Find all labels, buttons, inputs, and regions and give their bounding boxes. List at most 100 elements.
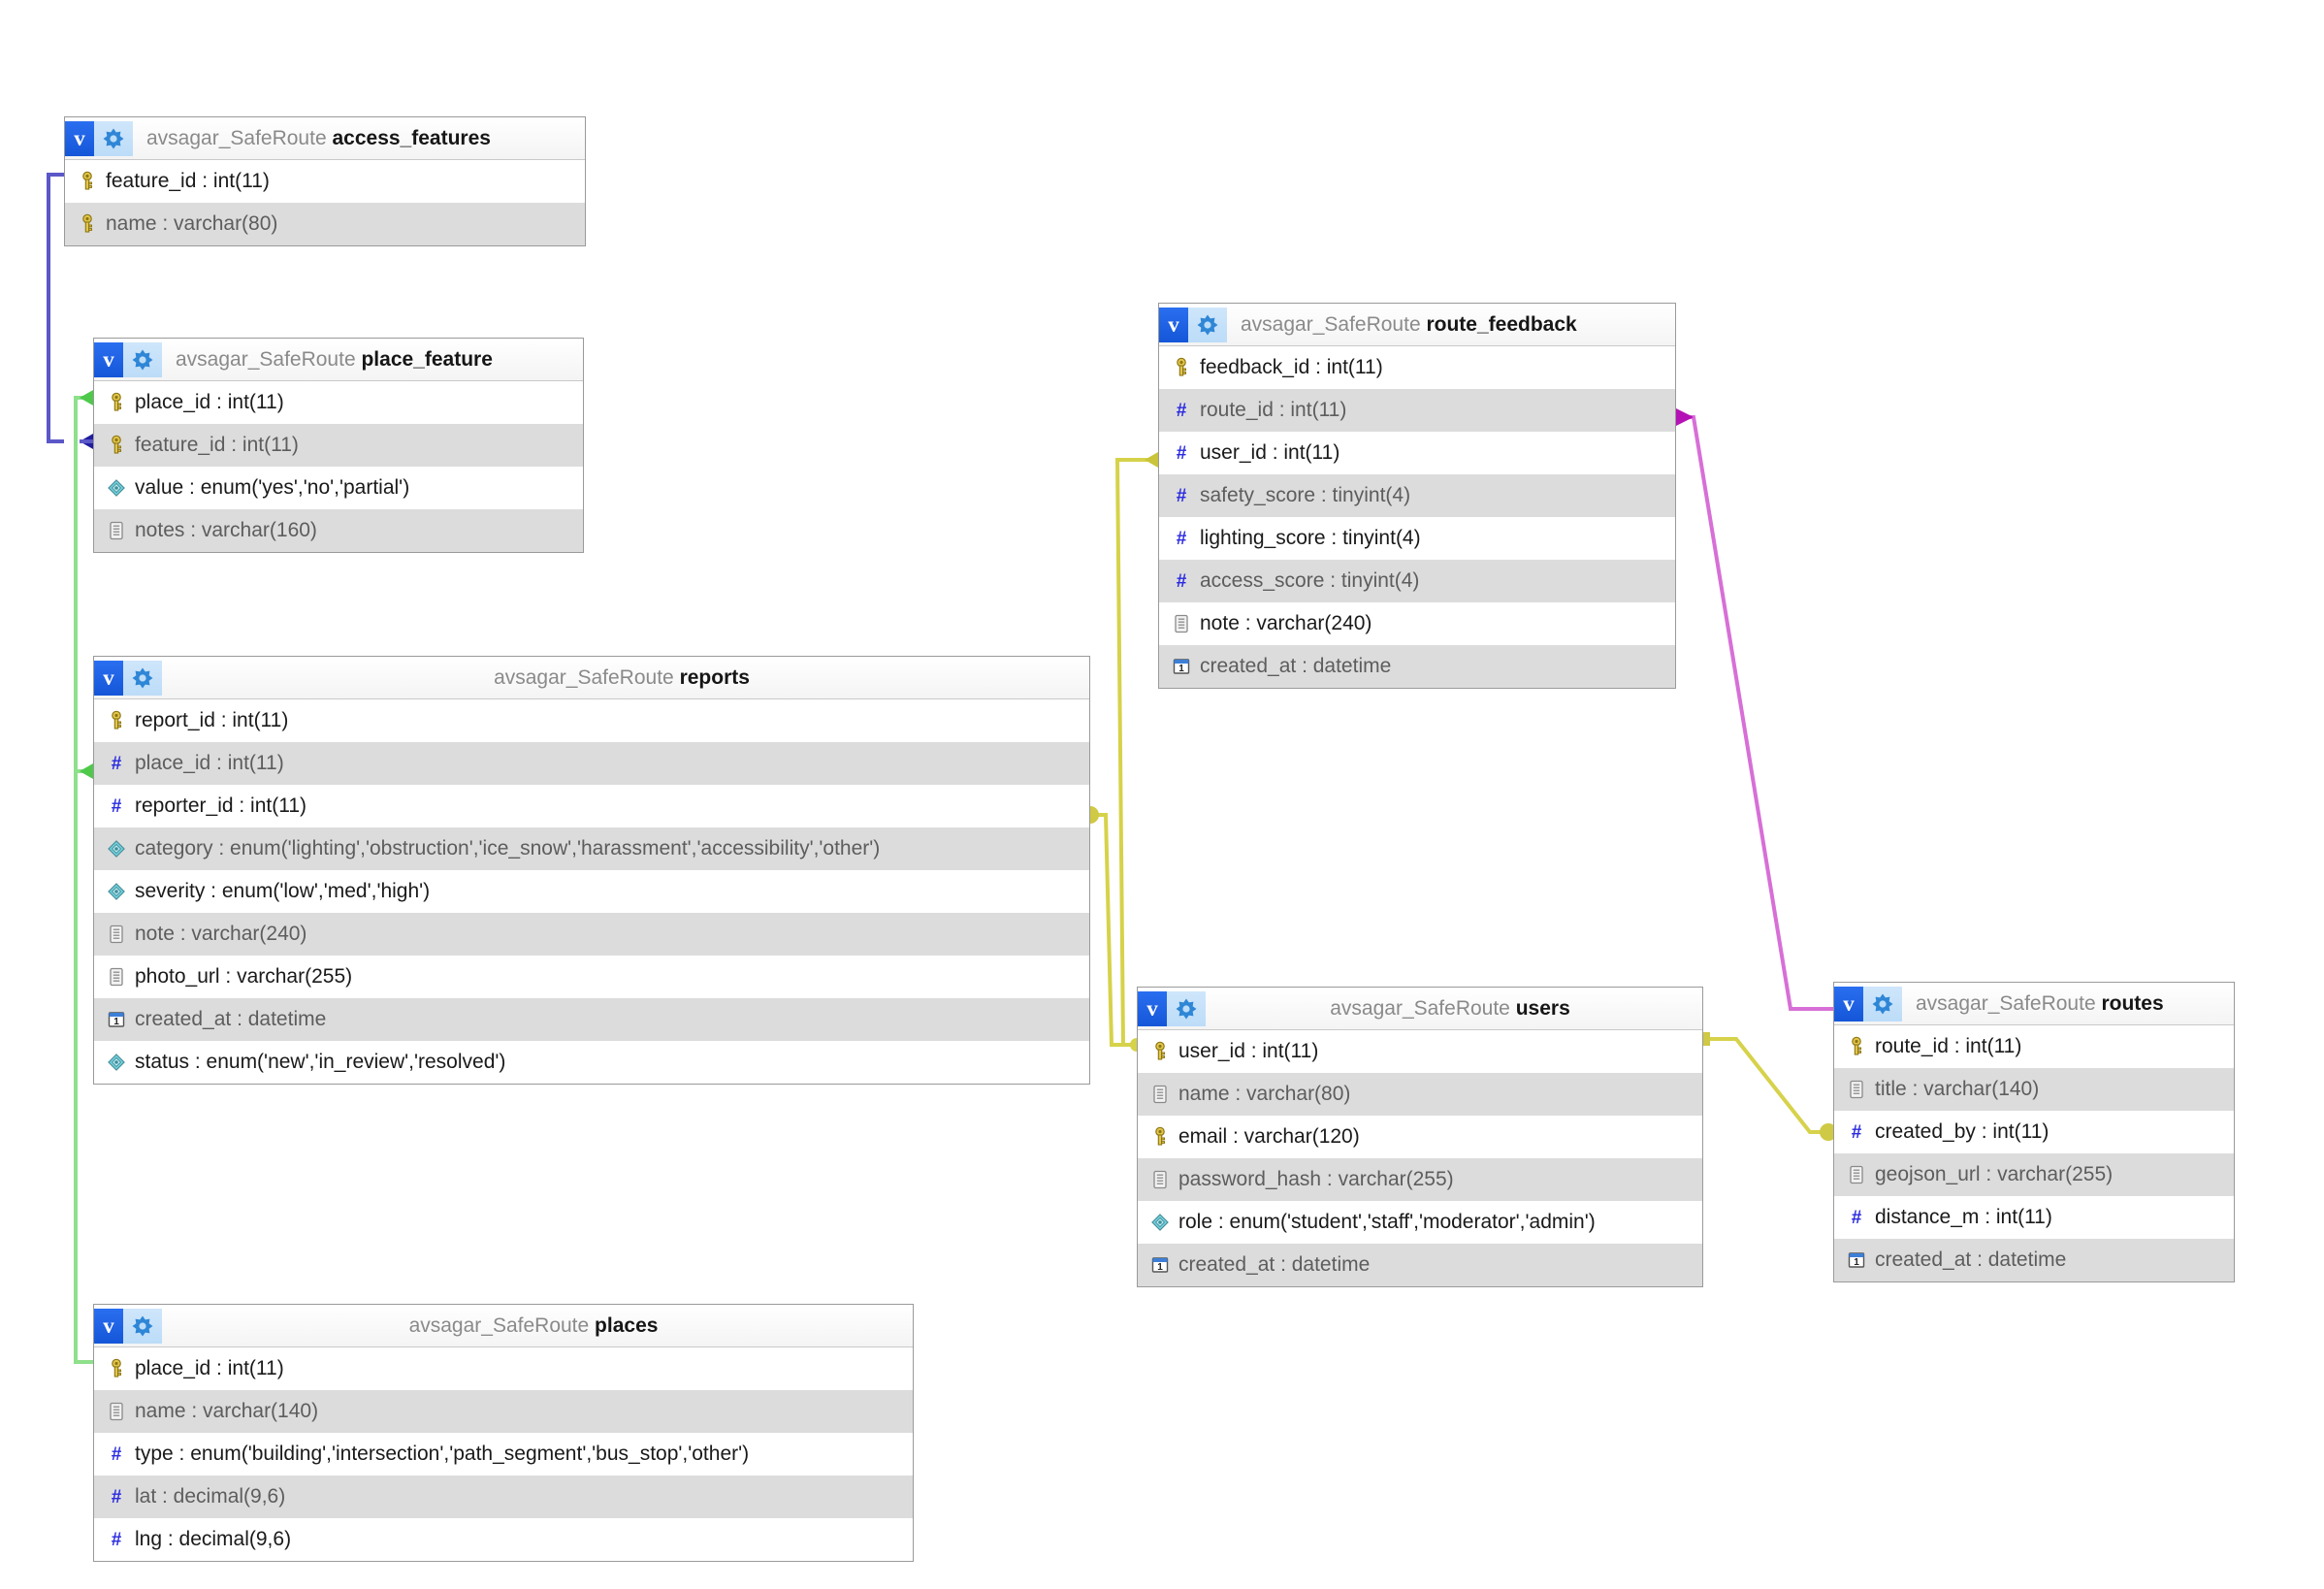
column-row[interactable]: #reporter_id : int(11) — [94, 785, 1089, 827]
table-name: route_feedback — [1426, 312, 1577, 336]
entity-users[interactable]: v avsagar_SafeRoute users user_id : int(11… — [1137, 987, 1703, 1287]
entity-header-reports[interactable]: v avsagar_SafeRoute reports — [94, 657, 1089, 699]
key-icon — [1147, 1124, 1173, 1150]
column-row[interactable]: place_id : int(11) — [94, 381, 583, 424]
column-row[interactable]: notes : varchar(160) — [94, 509, 583, 552]
schema-name: avsagar_SafeRoute — [1330, 996, 1510, 1020]
entity-reports[interactable]: v avsagar_SafeRoute reports report_id : in… — [93, 656, 1090, 1085]
entity-title-users: avsagar_SafeRoute users — [1206, 997, 1702, 1021]
column-label: photo_url : varchar(255) — [135, 965, 353, 988]
gear-icon[interactable] — [123, 660, 162, 696]
column-label: lat : decimal(9,6) — [135, 1485, 286, 1508]
entity-header-users[interactable]: v avsagar_SafeRoute users — [1138, 988, 1702, 1030]
column-row[interactable]: geojson_url : varchar(255) — [1834, 1153, 2234, 1196]
column-row[interactable]: place_id : int(11) — [94, 1347, 913, 1390]
column-row[interactable]: #lat : decimal(9,6) — [94, 1476, 913, 1518]
column-row[interactable]: status : enum('new','in_review','resolve… — [94, 1041, 1089, 1084]
column-row[interactable]: #access_score : tinyint(4) — [1159, 560, 1675, 602]
column-row[interactable]: feature_id : int(11) — [65, 160, 585, 203]
hash-icon: # — [104, 1442, 129, 1467]
column-row[interactable]: #lighting_score : tinyint(4) — [1159, 517, 1675, 560]
column-label: report_id : int(11) — [135, 709, 289, 731]
diamond-icon — [104, 1050, 129, 1075]
column-label: distance_m : int(11) — [1875, 1206, 2052, 1228]
diamond-icon — [104, 836, 129, 861]
column-row[interactable]: feature_id : int(11) — [94, 424, 583, 467]
text-icon — [1169, 611, 1194, 636]
column-row[interactable]: #distance_m : int(11) — [1834, 1196, 2234, 1239]
text-icon — [1844, 1162, 1869, 1187]
column-row[interactable]: #created_by : int(11) — [1834, 1111, 2234, 1153]
gear-icon[interactable] — [123, 1308, 162, 1344]
hash-icon: # — [1844, 1119, 1869, 1145]
key-icon — [104, 433, 129, 458]
view-badge-icon: v — [94, 660, 123, 696]
column-row[interactable]: #lng : decimal(9,6) — [94, 1518, 913, 1561]
column-row[interactable]: #user_id : int(11) — [1159, 432, 1675, 474]
column-row[interactable]: password_hash : varchar(255) — [1138, 1158, 1702, 1201]
column-row[interactable]: value : enum('yes','no','partial') — [94, 467, 583, 509]
text-icon — [104, 1399, 129, 1424]
gear-icon[interactable] — [1188, 307, 1227, 342]
column-label: created_at : datetime — [135, 1008, 327, 1030]
column-row[interactable]: note : varchar(240) — [1159, 602, 1675, 645]
column-label: created_at : datetime — [1875, 1248, 2067, 1271]
svg-text:#: # — [1852, 1122, 1862, 1143]
column-row[interactable]: severity : enum('low','med','high') — [94, 870, 1089, 913]
column-row[interactable]: email : varchar(120) — [1138, 1116, 1702, 1158]
diamond-icon — [104, 475, 129, 501]
column-row[interactable]: title : varchar(140) — [1834, 1068, 2234, 1111]
column-row[interactable]: photo_url : varchar(255) — [94, 956, 1089, 998]
column-row[interactable]: route_id : int(11) — [1834, 1025, 2234, 1068]
gear-icon[interactable] — [1863, 986, 1902, 1022]
entity-title-place_feature: avsagar_SafeRoute place_feature — [162, 348, 583, 372]
entity-title-reports: avsagar_SafeRoute reports — [162, 666, 1089, 690]
gear-icon[interactable] — [94, 120, 133, 156]
link-users-route-feedback — [1114, 452, 1158, 1052]
column-row[interactable]: note : varchar(240) — [94, 913, 1089, 956]
column-row[interactable]: #place_id : int(11) — [94, 742, 1089, 785]
column-label: type : enum('building','intersection','p… — [135, 1443, 750, 1465]
column-row[interactable]: name : varchar(80) — [65, 203, 585, 245]
gear-icon[interactable] — [1167, 990, 1206, 1026]
column-row[interactable]: # route_id : int(11) — [1159, 389, 1675, 432]
column-row[interactable]: feedback_id : int(11) — [1159, 346, 1675, 389]
column-row[interactable]: category : enum('lighting','obstruction'… — [94, 827, 1089, 870]
hash-icon: # — [1169, 398, 1194, 423]
column-row[interactable]: user_id : int(11) — [1138, 1030, 1702, 1073]
column-label: created_at : datetime — [1200, 655, 1392, 677]
column-row[interactable]: name : varchar(80) — [1138, 1073, 1702, 1116]
key-icon — [1147, 1039, 1173, 1064]
column-row[interactable]: #safety_score : tinyint(4) — [1159, 474, 1675, 517]
column-label: notes : varchar(160) — [135, 519, 317, 541]
svg-text:#: # — [112, 1530, 122, 1550]
column-row[interactable]: report_id : int(11) — [94, 699, 1089, 742]
column-row[interactable]: name : varchar(140) — [94, 1390, 913, 1433]
column-label: name : varchar(140) — [135, 1400, 319, 1422]
column-row[interactable]: # type : enum('building','intersection','… — [94, 1433, 913, 1476]
column-label: route_id : int(11) — [1200, 399, 1347, 421]
diamond-icon — [104, 879, 129, 904]
gear-icon[interactable] — [123, 341, 162, 377]
key-icon — [104, 390, 129, 415]
column-label: category : enum('lighting','obstruction'… — [135, 837, 881, 859]
view-badge-icon: v — [1834, 986, 1863, 1022]
view-badge-icon: v — [1138, 990, 1167, 1026]
table-name: reports — [679, 665, 750, 689]
column-label: place_id : int(11) — [135, 391, 284, 413]
column-row[interactable]: role : enum('student','staff','moderator… — [1138, 1201, 1702, 1244]
